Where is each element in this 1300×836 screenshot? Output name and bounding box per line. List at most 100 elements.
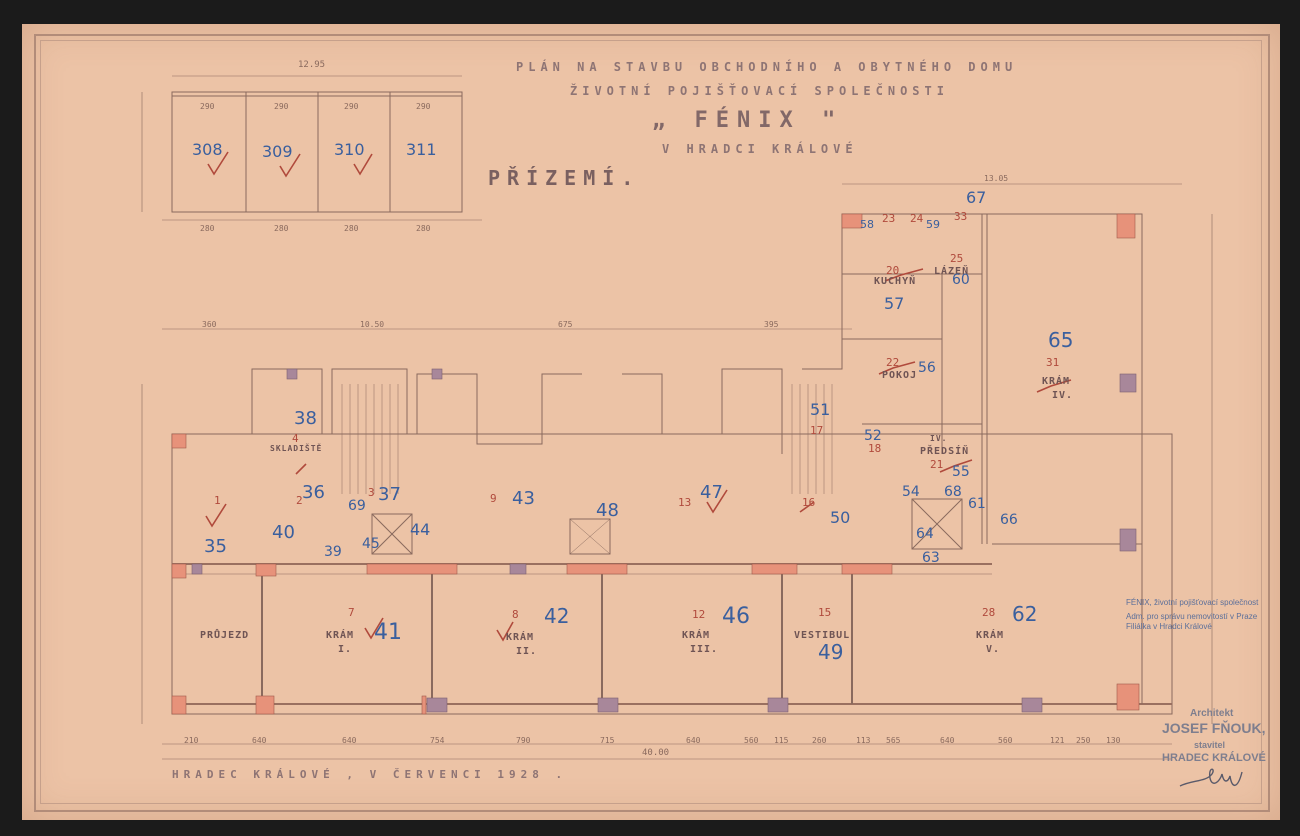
blue-number-64: 64 (916, 526, 934, 542)
red-number-4: 4 (292, 432, 299, 445)
room-kuchyne: KUCHYŇ (874, 276, 917, 287)
dim-front-7: 640 (686, 736, 701, 745)
dim-garage-bay-1: 290 (200, 102, 215, 111)
dim-top-4: 395 (764, 320, 779, 329)
garage-number-310: 310 (334, 140, 365, 159)
red-number-25: 25 (950, 252, 964, 265)
title-line4: V HRADCI KRÁLOVÉ (662, 142, 858, 156)
stamp-line2: Adm. pro správu nemovitostí v Praze (1126, 612, 1258, 621)
stamp-line3: Filiálka v Hradci Králové (1126, 622, 1212, 631)
blue-number-65: 65 (1048, 328, 1074, 352)
blue-number-55: 55 (952, 464, 970, 480)
floor-label: PŘÍZEMÍ. (488, 166, 641, 190)
blue-number-63: 63 (922, 550, 940, 566)
blue-number-69: 69 (348, 498, 366, 514)
room-kram-4-num: IV. (1052, 390, 1074, 401)
blue-number-58: 58 (860, 218, 874, 231)
room-kram-1: KRÁM (326, 630, 355, 641)
blue-number-62: 62 (1012, 602, 1038, 626)
red-number-3: 3 (368, 486, 375, 499)
blue-number-40: 40 (272, 522, 295, 543)
room-predsin: PŘEDSÍŇ (920, 446, 970, 457)
architect-city: HRADEC KRÁLOVÉ (1162, 752, 1266, 764)
blue-number-48: 48 (596, 500, 619, 521)
blue-number-35: 35 (204, 536, 227, 557)
dim-top-3: 675 (558, 320, 573, 329)
room-kram-3-num: III. (690, 644, 719, 655)
place-date: HRADEC KRÁLOVÉ , V ČERVENCI 1928 . (172, 768, 568, 781)
dim-front-2: 640 (252, 736, 267, 745)
red-number-23: 23 (882, 212, 896, 225)
title-line2: ŽIVOTNÍ POJIŠŤOVACÍ SPOLEČNOSTI (570, 84, 949, 98)
blue-number-45: 45 (362, 536, 380, 552)
dim-garage-bay-3: 290 (344, 102, 359, 111)
architect-signature (1179, 768, 1243, 787)
blue-number-51: 51 (810, 400, 831, 419)
dim-front-10: 260 (812, 736, 827, 745)
red-number-31: 31 (1046, 356, 1060, 369)
architect-label: Architekt (1190, 708, 1234, 719)
blue-number-47: 47 (700, 482, 723, 503)
architect-name: JOSEF FŇOUK, (1162, 720, 1266, 736)
dim-overall: 40.00 (642, 748, 670, 758)
blue-number-39: 39 (324, 544, 342, 560)
dim-garage-bottom-3: 280 (344, 224, 359, 233)
blue-number-60: 60 (952, 272, 970, 288)
red-number-8: 8 (512, 608, 519, 621)
red-number-2: 2 (296, 494, 303, 507)
blue-number-56: 56 (918, 360, 936, 376)
red-number-13: 13 (678, 496, 692, 509)
dim-garage-bay-2: 290 (274, 102, 289, 111)
room-kram-2-num: II. (516, 646, 538, 657)
red-number-15: 15 (818, 606, 832, 619)
blue-number-38: 38 (294, 408, 317, 429)
room-kram-2: KRÁM (506, 632, 535, 643)
stamp-line1: FÉNIX, životní pojišťovací společnost (1126, 598, 1259, 607)
room-predsin-num: IV. (930, 434, 948, 443)
room-vestibul: VESTIBUL (794, 630, 851, 641)
room-skladiste: SKLADIŠTĚ (270, 444, 323, 453)
room-kram-5: KRÁM (976, 630, 1005, 641)
red-number-20: 20 (886, 264, 900, 277)
room-kram-3: KRÁM (682, 630, 711, 641)
red-number-18: 18 (868, 442, 882, 455)
room-pokoj: POKOJ (882, 370, 918, 381)
room-kram-4: KRÁM (1042, 376, 1071, 387)
dim-garage-bottom-1: 280 (200, 224, 215, 233)
dim-top-1: 360 (202, 320, 217, 329)
dim-front-12: 565 (886, 736, 901, 745)
red-number-17: 17 (810, 424, 824, 437)
dim-garage-bottom-2: 280 (274, 224, 289, 233)
floor-plan-drawing (141, 75, 1213, 760)
dim-front-13: 640 (940, 736, 955, 745)
title-line1: PLÁN NA STAVBU OBCHODNÍHO A OBYTNÉHO DOM… (516, 60, 1018, 74)
outer-frame (34, 34, 1270, 812)
blue-number-44: 44 (410, 520, 431, 539)
blue-number-50: 50 (830, 508, 851, 527)
dim-front-9: 115 (774, 736, 789, 745)
dim-front-3: 640 (342, 736, 357, 745)
architect-role: stavitel (1194, 740, 1226, 750)
dim-front-8: 560 (744, 736, 759, 745)
blue-number-37: 37 (378, 484, 401, 505)
blue-number-36: 36 (302, 482, 325, 503)
blue-number-49: 49 (818, 640, 844, 664)
red-number-28: 28 (982, 606, 996, 619)
red-number-22: 22 (886, 356, 900, 369)
dim-garage-total: 12.95 (298, 60, 326, 70)
dim-front-15: 121 (1050, 736, 1065, 745)
blue-number-52: 52 (864, 428, 882, 444)
room-kram-5-num: V. (986, 644, 1001, 655)
red-number-21: 21 (930, 458, 944, 471)
blue-number-57: 57 (884, 294, 905, 313)
red-number-24: 24 (910, 212, 924, 225)
garage-number-308: 308 (192, 140, 223, 159)
dim-front-17: 130 (1106, 736, 1121, 745)
dim-top-2: 10.50 (360, 320, 385, 329)
blue-number-41: 41 (374, 620, 402, 645)
drawing-sheet: PLÁN NA STAVBU OBCHODNÍHO A OBYTNÉHO DOM… (22, 24, 1280, 820)
blue-number-61: 61 (968, 496, 986, 512)
blue-number-42: 42 (544, 604, 570, 628)
blue-number-67: 67 (966, 188, 987, 207)
garage-number-311: 311 (406, 140, 437, 159)
